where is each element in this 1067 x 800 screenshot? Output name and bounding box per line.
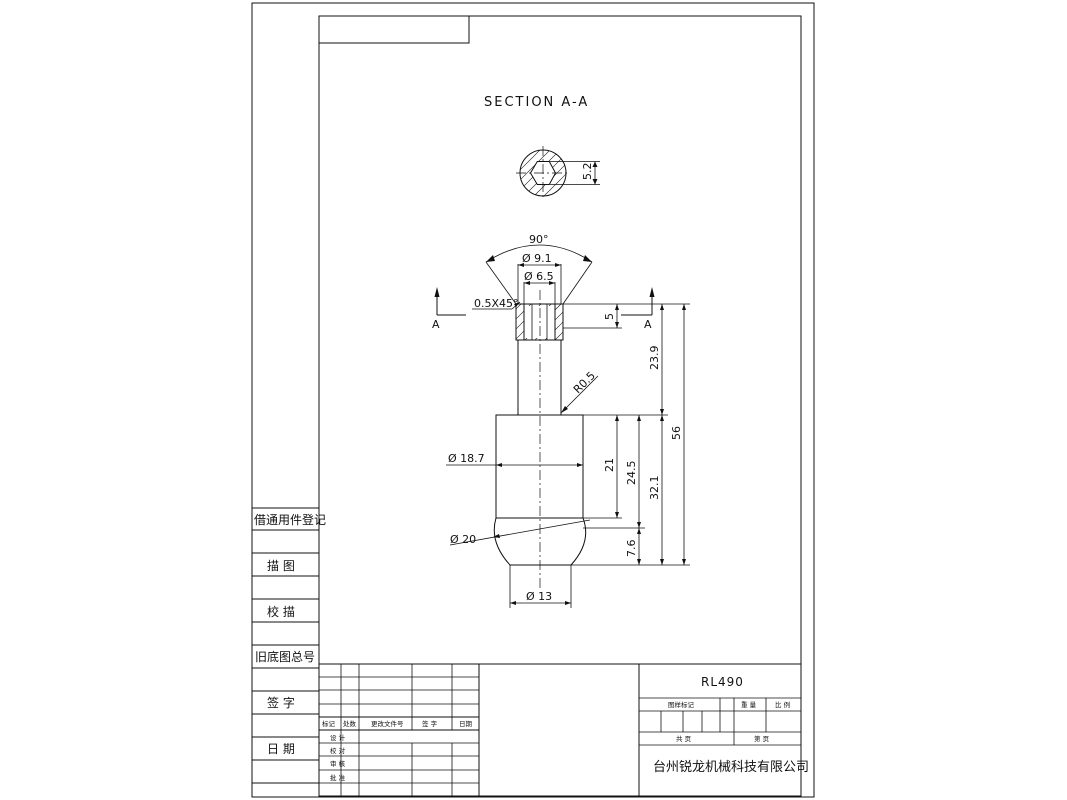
part-number: RL490 — [701, 675, 744, 689]
stamp-old-master-no: 旧底图总号 — [255, 649, 315, 664]
dim-depth-5: 5 — [603, 313, 616, 320]
rev-header-date: 日期 — [459, 720, 473, 728]
dim-dia-6-5: Ø 6.5 — [524, 270, 554, 283]
scale-label: 比 例 — [775, 700, 790, 709]
rev-header-count: 处数 — [343, 719, 357, 728]
section-view: 5.2 — [516, 146, 600, 200]
dim-angle: 90° — [529, 233, 549, 246]
stamp-drawing: 描 图 — [267, 559, 295, 573]
stamp-borrowed-parts: 借通用件登记 — [254, 512, 326, 527]
stamp-date: 日 期 — [267, 742, 295, 756]
approval-check: 校 对 — [330, 746, 346, 755]
approval-review: 审 核 — [330, 759, 346, 768]
part-elevation — [493, 290, 587, 590]
head-dimensions: 90° Ø 9.1 Ø 6.5 0.5X45° — [472, 233, 593, 310]
section-marks: A A — [432, 287, 655, 331]
dim-32-1: 32.1 — [648, 476, 661, 501]
rev-header-doc: 更改文件号 — [371, 719, 404, 728]
dim-dia-18-7: Ø 18.7 — [448, 452, 485, 465]
rev-header-sign: 签 字 — [422, 719, 438, 728]
dim-dia-20: Ø 20 — [450, 533, 476, 546]
rev-header-mark: 标记 — [322, 719, 336, 728]
approval-design: 设 计 — [330, 733, 346, 742]
total-sheets-label: 共 页 — [676, 734, 692, 743]
dim-dia-13: Ø 13 — [526, 590, 552, 603]
sheet-label: 第 页 — [754, 734, 770, 743]
stage-mark-label: 图样标记 — [668, 700, 695, 709]
dim-dia-9-1: Ø 9.1 — [522, 252, 552, 265]
section-mark-left: A — [432, 318, 440, 331]
dim-7-6: 7.6 — [625, 540, 638, 558]
stamp-check-drawing: 校 描 — [267, 604, 295, 619]
dim-hex-width: 5.2 — [581, 163, 594, 181]
company-name: 台州锐龙机械科技有限公司 — [653, 760, 809, 775]
right-dimensions: 5 23.9 56 21 24.5 32.1 7.6 — [563, 303, 690, 566]
dim-21: 21 — [603, 458, 616, 472]
section-mark-right: A — [644, 318, 652, 331]
title-block: 标记 处数 更改文件号 签 字 日期 设 计 校 对 审 核 批 准 RL490… — [319, 663, 809, 796]
body-dimensions: R0.5 Ø 18.7 Ø 20 Ø 13 — [446, 369, 599, 608]
dim-23-9: 23.9 — [648, 346, 661, 371]
dim-chamfer: 0.5X45° — [474, 297, 519, 310]
dim-24-5: 24.5 — [625, 461, 638, 486]
dim-r0-5: R0.5 — [571, 369, 598, 396]
left-stamp-column: 借通用件登记 描 图 校 描 旧底图总号 签 字 日 期 — [252, 507, 326, 784]
dim-56: 56 — [670, 426, 683, 440]
stamp-signature: 签 字 — [267, 695, 295, 710]
approval-approve: 批 准 — [330, 773, 346, 782]
sheet-border — [251, 2, 815, 798]
weight-label: 重 量 — [741, 701, 757, 709]
section-title: SECTION A-A — [484, 95, 589, 110]
